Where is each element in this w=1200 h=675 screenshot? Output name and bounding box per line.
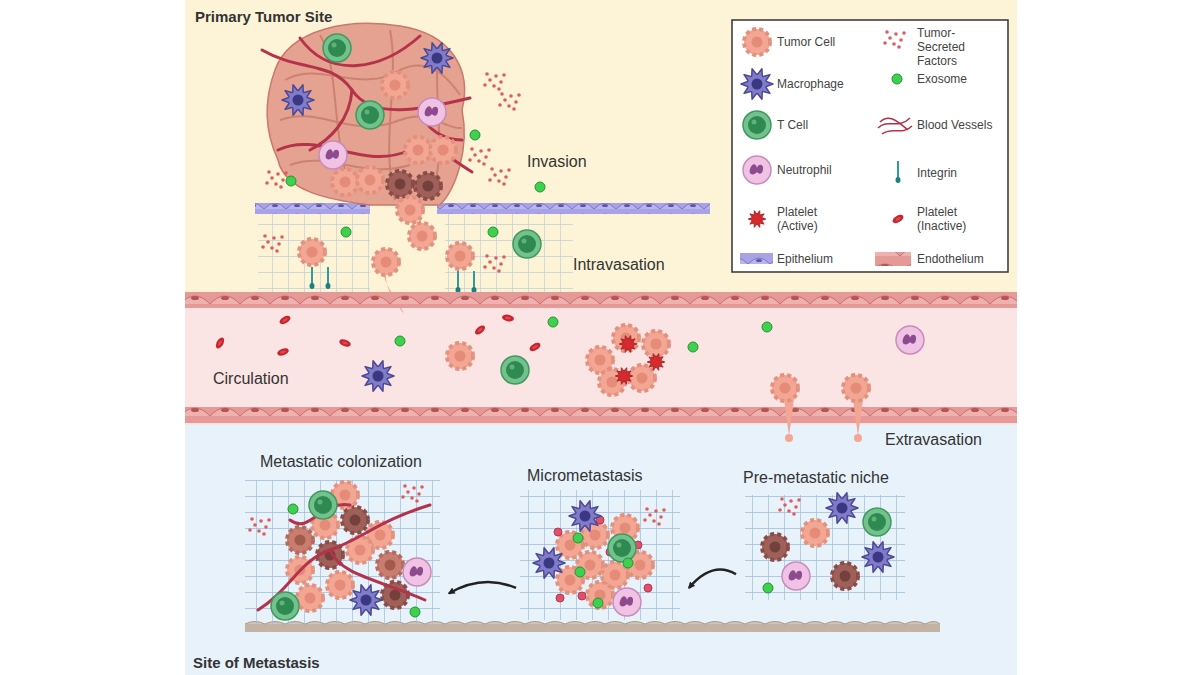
legend-text: Integrin (917, 166, 1002, 180)
node-title: Primary Tumor Site (195, 8, 495, 25)
node-title: Circulation (213, 370, 413, 388)
circulation-band: Circulation (185, 292, 1017, 425)
legend-text: Blood Vessels (917, 118, 1002, 132)
stage-label: Extravasation (885, 431, 982, 449)
micrometastasis-stage: Micrometastasis (520, 467, 685, 622)
node-title: Site of Metastasis (193, 654, 493, 671)
legend-text: Platelet (Inactive) (917, 205, 979, 233)
legend-text: Macrophage (777, 77, 887, 91)
stage-label: Intravasation (573, 256, 665, 274)
node-title: Metastatic colonization (260, 453, 480, 471)
legend-text: Platelet (Active) (777, 205, 839, 233)
legend-text: Tumor Cell (777, 35, 887, 49)
niche-stage: Pre-metastatic niche (740, 469, 905, 604)
legend-text: T Cell (777, 118, 887, 132)
colonization-stage: Metastatic colonization (245, 453, 445, 633)
legend-text: Epithelium (777, 252, 887, 266)
legend-text: Tumor-Secreted Factors (917, 26, 1002, 68)
legend-text: Endothelium (917, 252, 1002, 266)
metastasis-site-band: Site of Metastasis Metastatic colonizatio… (185, 425, 1017, 675)
node-title: Pre-metastatic niche (743, 469, 933, 487)
tumor-site-band: Primary Tumor Site (185, 0, 1017, 292)
legend-text: Exosome (917, 72, 1002, 86)
stage-label: Invasion (527, 153, 587, 171)
legend-text: Neutrophil (777, 163, 887, 177)
node-title: Micrometastasis (527, 467, 707, 485)
